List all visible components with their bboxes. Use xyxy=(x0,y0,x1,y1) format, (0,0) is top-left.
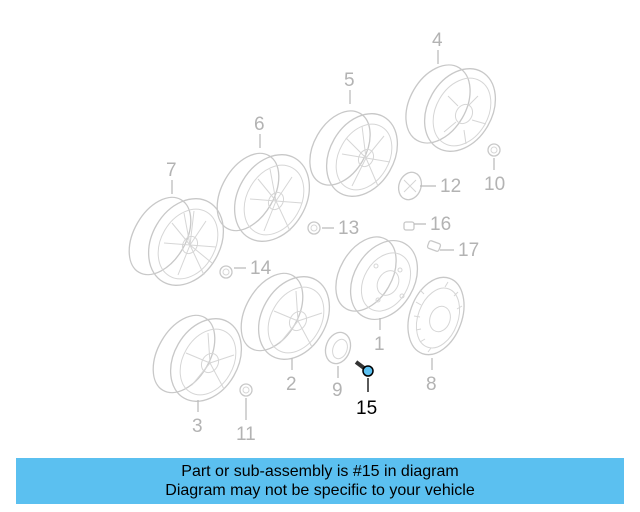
callout-6: 6 xyxy=(254,114,265,135)
banner-line-1: Part or sub-assembly is #15 in diagram xyxy=(181,463,459,480)
callout-4: 4 xyxy=(432,30,443,51)
callout-7: 7 xyxy=(166,160,177,181)
info-banner: Part or sub-assembly is #15 in diagram D… xyxy=(16,458,624,504)
callout-9: 9 xyxy=(332,380,343,401)
callout-13: 13 xyxy=(338,218,359,239)
lug-nut-11[interactable] xyxy=(239,383,253,397)
wheel-cover-8[interactable] xyxy=(398,270,474,363)
callout-17: 17 xyxy=(458,240,479,261)
banner-line-2: Diagram may not be specific to your vehi… xyxy=(165,482,475,499)
wheel-3[interactable] xyxy=(140,305,255,414)
callout-leaders xyxy=(171,50,495,420)
valve-16[interactable] xyxy=(403,221,415,231)
callout-16: 16 xyxy=(430,214,451,235)
callout-10: 10 xyxy=(484,174,505,195)
lug-nut-14[interactable] xyxy=(219,265,233,279)
bolt-15[interactable] xyxy=(354,360,374,377)
valve-17[interactable] xyxy=(426,240,442,252)
callout-3: 3 xyxy=(192,416,203,437)
lug-nut-13[interactable] xyxy=(307,221,321,235)
center-cap-12[interactable] xyxy=(395,169,425,203)
wheel-7[interactable] xyxy=(116,185,238,299)
wheel-2[interactable] xyxy=(228,263,343,372)
wheel-1[interactable] xyxy=(323,226,430,331)
wheel-5[interactable] xyxy=(297,100,411,209)
callout-1: 1 xyxy=(374,334,385,355)
callout-5: 5 xyxy=(344,70,355,91)
parts-diagram: 4 5 6 7 12 10 13 16 17 14 1 2 9 8 15 3 1… xyxy=(116,30,510,445)
lug-nut-10[interactable] xyxy=(487,143,501,157)
callout-2: 2 xyxy=(286,374,297,395)
callout-14: 14 xyxy=(250,258,272,279)
callout-12: 12 xyxy=(440,176,461,197)
callout-15: 15 xyxy=(356,398,377,419)
wheel-6[interactable] xyxy=(204,141,324,255)
wheel-4[interactable] xyxy=(393,54,510,164)
center-cap-9[interactable] xyxy=(321,329,354,367)
callout-11: 11 xyxy=(236,424,256,445)
callout-8: 8 xyxy=(426,374,437,395)
